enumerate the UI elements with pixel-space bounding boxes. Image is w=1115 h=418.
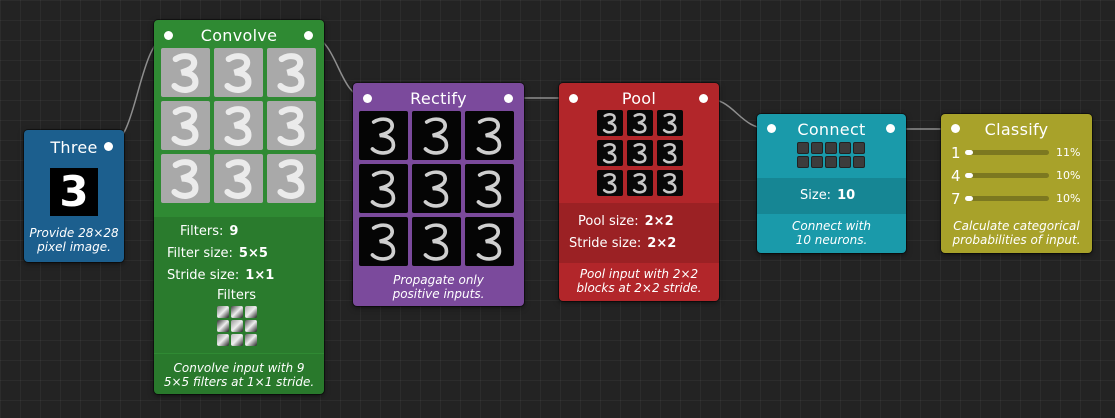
filter-thumbnail xyxy=(231,320,243,332)
node-title: Connect xyxy=(797,120,866,139)
feature-map-tile xyxy=(359,164,408,213)
class-label: 4 xyxy=(951,167,961,185)
input-port[interactable] xyxy=(951,124,960,133)
feature-map-tile xyxy=(465,217,514,266)
feature-map-tile xyxy=(627,170,653,196)
input-port[interactable] xyxy=(363,94,372,103)
class-row: 4 10% xyxy=(941,167,1092,185)
probability-value: 10% xyxy=(1056,192,1081,205)
neuron-cell xyxy=(839,142,851,154)
feature-map-tile xyxy=(597,110,623,136)
output-port[interactable] xyxy=(504,94,513,103)
output-port[interactable] xyxy=(304,31,313,40)
class-row: 7 10% xyxy=(941,190,1092,208)
node-description: Pool input with 2×2 blocks at 2×2 stride… xyxy=(576,267,702,295)
filter-thumbnail xyxy=(245,306,257,318)
param-filter-size: Filter size:5×5 xyxy=(167,246,268,261)
feature-map-tile xyxy=(412,217,461,266)
probability-bar-track xyxy=(965,150,1049,155)
neuron-cell xyxy=(797,156,809,168)
filter-thumbnail xyxy=(217,334,229,346)
feature-map-tile xyxy=(267,48,316,97)
probability-bar-fill xyxy=(965,173,973,178)
feature-map-tile xyxy=(359,217,408,266)
node-title: Classify xyxy=(984,120,1049,139)
node-description: Provide 28×28 pixel image. xyxy=(29,226,119,254)
filter-thumbnail xyxy=(245,334,257,346)
feature-map-tile xyxy=(214,154,263,203)
input-port[interactable] xyxy=(569,94,578,103)
feature-map-tile xyxy=(657,170,683,196)
feature-map-tile xyxy=(161,101,210,150)
feature-map-tile xyxy=(161,48,210,97)
feature-map-tile xyxy=(214,101,263,150)
node-connect[interactable]: Connect Size:10 Connect with 10 neurons. xyxy=(757,114,906,253)
node-title: Convolve xyxy=(200,26,278,45)
probability-value: 10% xyxy=(1056,169,1081,182)
probability-bar-track xyxy=(965,196,1049,201)
feature-map-tile xyxy=(597,170,623,196)
node-description: Connect with 10 neurons. xyxy=(792,219,871,247)
filter-thumbnail xyxy=(245,320,257,332)
neuron-cell xyxy=(811,156,823,168)
node-classify[interactable]: Classify 1 11% 4 10% 7 10% Calculate categori… xyxy=(941,114,1092,253)
filters-label: Filters xyxy=(217,288,256,303)
neuron-cell xyxy=(853,142,865,154)
class-row: 1 11% xyxy=(941,144,1092,162)
feature-map-tile xyxy=(657,140,683,166)
feature-map-tile xyxy=(627,110,653,136)
output-port[interactable] xyxy=(104,142,113,151)
node-rectify[interactable]: Rectify Propagate only positive inputs. xyxy=(353,83,524,306)
output-port[interactable] xyxy=(699,94,708,103)
node-description: Propagate only positive inputs. xyxy=(392,273,485,301)
class-label: 1 xyxy=(951,144,961,162)
probability-value: 11% xyxy=(1056,146,1081,159)
neuron-cell xyxy=(797,142,809,154)
probability-bar-fill xyxy=(965,196,973,201)
node-title: Three xyxy=(50,138,98,157)
node-title: Pool xyxy=(621,89,657,108)
node-convolve[interactable]: Convolve Filters:9 Filter size:5×5 Strid… xyxy=(154,20,324,394)
class-label: 7 xyxy=(951,190,961,208)
param-stride-size: Stride size:1×1 xyxy=(167,268,275,283)
neuron-cell xyxy=(811,142,823,154)
filter-thumbnail xyxy=(217,306,229,318)
feature-map-tile xyxy=(214,48,263,97)
feature-map-tile xyxy=(412,164,461,213)
node-title: Rectify xyxy=(410,89,467,108)
neuron-cell xyxy=(853,156,865,168)
neuron-cell xyxy=(825,142,837,154)
filter-thumbnail xyxy=(231,306,243,318)
node-pool[interactable]: Pool Pool size:2×2 Stride size:2×2 Pool … xyxy=(559,83,719,301)
node-description: Convolve input with 9 5×5 filters at 1×1… xyxy=(163,361,315,389)
param-stride-size: Stride size:2×2 xyxy=(569,236,677,251)
input-image: 3 xyxy=(50,168,98,216)
filter-thumbnail xyxy=(217,320,229,332)
filter-thumbnail xyxy=(231,334,243,346)
feature-map-tile xyxy=(627,140,653,166)
input-port[interactable] xyxy=(164,31,173,40)
feature-map-tile xyxy=(465,111,514,160)
neuron-cell xyxy=(825,156,837,168)
node-three[interactable]: Three 3 Provide 28×28 pixel image. xyxy=(24,130,124,262)
feature-map-tile xyxy=(161,154,210,203)
input-port[interactable] xyxy=(767,124,776,133)
neuron-cell xyxy=(839,156,851,168)
param-pool-size: Pool size:2×2 xyxy=(578,214,674,229)
feature-map-tile xyxy=(657,110,683,136)
param-filters: Filters:9 xyxy=(180,224,239,239)
node-description: Calculate categorical probabilities of i… xyxy=(952,219,1081,247)
feature-map-tile xyxy=(597,140,623,166)
feature-map-tile xyxy=(465,164,514,213)
probability-bar-track xyxy=(965,173,1049,178)
digit-glyph: 3 xyxy=(59,167,89,216)
output-port[interactable] xyxy=(886,124,895,133)
param-size: Size:10 xyxy=(800,188,856,203)
feature-map-tile xyxy=(359,111,408,160)
feature-map-tile xyxy=(412,111,461,160)
feature-map-tile xyxy=(267,154,316,203)
feature-map-tile xyxy=(267,101,316,150)
probability-bar-fill xyxy=(965,150,973,155)
